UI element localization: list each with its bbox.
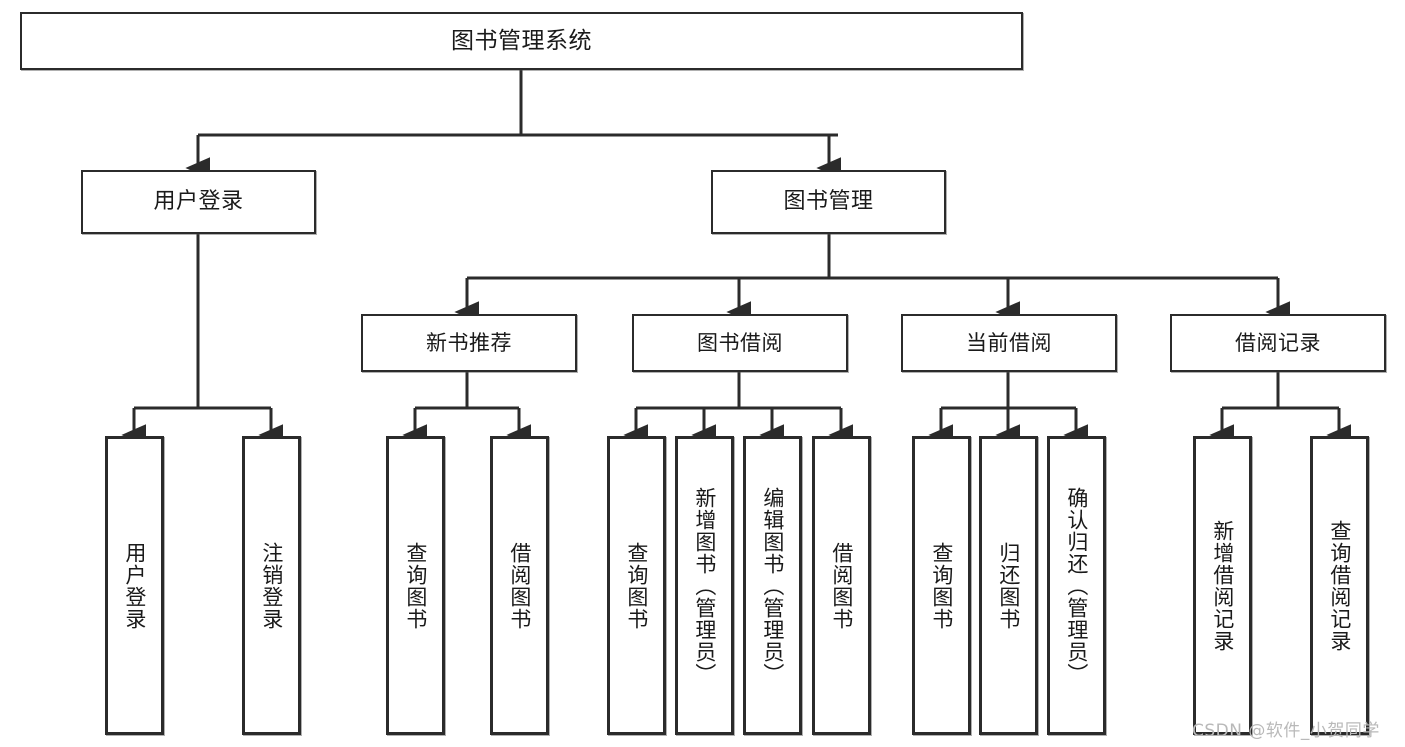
node-leaf-query-record[interactable]: 查询借阅记录 [1310, 436, 1369, 735]
node-new-book-recommend-label: 新书推荐 [426, 330, 512, 355]
node-leaf-query-book-1-label: 查询图书 [403, 541, 428, 630]
node-leaf-edit-book-label: 编辑图书（管理员） [760, 486, 785, 685]
node-leaf-query-book-1[interactable]: 查询图书 [386, 436, 445, 735]
node-current-borrow-label: 当前借阅 [966, 330, 1052, 355]
node-leaf-user-login-label: 用户登录 [122, 541, 147, 630]
node-user-login-label: 用户登录 [153, 189, 244, 215]
node-leaf-return-book[interactable]: 归还图书 [979, 436, 1038, 735]
node-root[interactable]: 图书管理系统 [20, 12, 1023, 70]
node-book-manage-label: 图书管理 [783, 189, 874, 215]
node-leaf-edit-book[interactable]: 编辑图书（管理员） [743, 436, 802, 735]
node-leaf-query-record-label: 查询借阅记录 [1327, 519, 1352, 652]
node-leaf-borrow-book-2-label: 借阅图书 [829, 541, 854, 630]
node-leaf-confirm-return-label: 确认归还（管理员） [1064, 486, 1089, 685]
node-root-label: 图书管理系统 [451, 27, 592, 54]
node-leaf-query-book-3[interactable]: 查询图书 [912, 436, 971, 735]
node-new-book-recommend[interactable]: 新书推荐 [361, 314, 577, 372]
node-leaf-query-book-2-label: 查询图书 [624, 541, 649, 630]
node-leaf-query-book-2[interactable]: 查询图书 [607, 436, 666, 735]
node-leaf-add-record-label: 新增借阅记录 [1210, 519, 1235, 652]
node-leaf-query-book-3-label: 查询图书 [929, 541, 954, 630]
node-leaf-user-logout-label: 注销登录 [259, 541, 284, 630]
node-leaf-borrow-book-2[interactable]: 借阅图书 [812, 436, 871, 735]
watermark-text: CSDN @软件_小贺同学 [1192, 721, 1380, 741]
node-leaf-add-record[interactable]: 新增借阅记录 [1193, 436, 1252, 735]
node-leaf-borrow-book-1-label: 借阅图书 [507, 541, 532, 630]
node-leaf-confirm-return[interactable]: 确认归还（管理员） [1047, 436, 1106, 735]
node-leaf-user-login[interactable]: 用户登录 [105, 436, 164, 735]
node-user-login[interactable]: 用户登录 [81, 170, 316, 234]
node-borrow-record-label: 借阅记录 [1235, 330, 1321, 355]
node-leaf-add-book-label: 新增图书（管理员） [692, 486, 717, 685]
node-book-manage[interactable]: 图书管理 [711, 170, 946, 234]
node-leaf-add-book[interactable]: 新增图书（管理员） [675, 436, 734, 735]
node-borrow-record[interactable]: 借阅记录 [1170, 314, 1386, 372]
node-leaf-return-book-label: 归还图书 [996, 541, 1021, 630]
node-current-borrow[interactable]: 当前借阅 [901, 314, 1117, 372]
node-book-borrow[interactable]: 图书借阅 [632, 314, 848, 372]
node-book-borrow-label: 图书借阅 [697, 330, 783, 355]
node-leaf-borrow-book-1[interactable]: 借阅图书 [490, 436, 549, 735]
node-leaf-user-logout[interactable]: 注销登录 [242, 436, 301, 735]
